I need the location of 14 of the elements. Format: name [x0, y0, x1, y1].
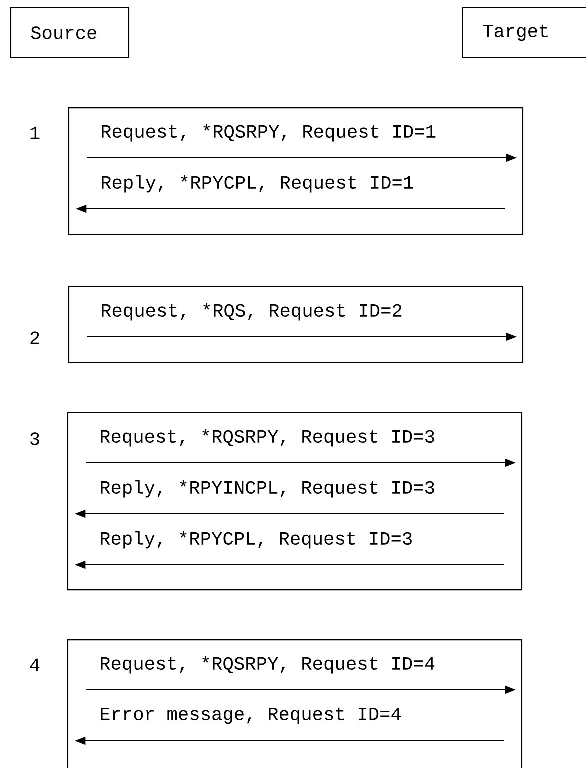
message-text: Request, *RQS, Request ID=2	[102, 303, 402, 321]
message-text: Request, *RQSRPY, Request ID=4	[101, 656, 435, 674]
message-text: Reply, *RPYCPL, Request ID=1	[102, 175, 414, 193]
message-text: Error message, Request ID=4	[101, 708, 401, 724]
message-text: Request, *RQSRPY, Request ID=1	[102, 124, 436, 142]
step-number: 1	[30, 126, 40, 140]
step-number: 2	[30, 332, 40, 344]
message-text: Request, *RQSRPY, Request ID=3	[101, 429, 434, 447]
message-text: Reply, *RPYINCPL, Request ID=3	[101, 480, 434, 498]
participant-box: Source	[10, 7, 130, 59]
step-number: 3	[30, 432, 40, 446]
step-number: 4	[30, 658, 40, 672]
message-text: Reply, *RPYCPL, Request ID=3	[101, 531, 412, 549]
participant-box: Target	[462, 7, 586, 59]
